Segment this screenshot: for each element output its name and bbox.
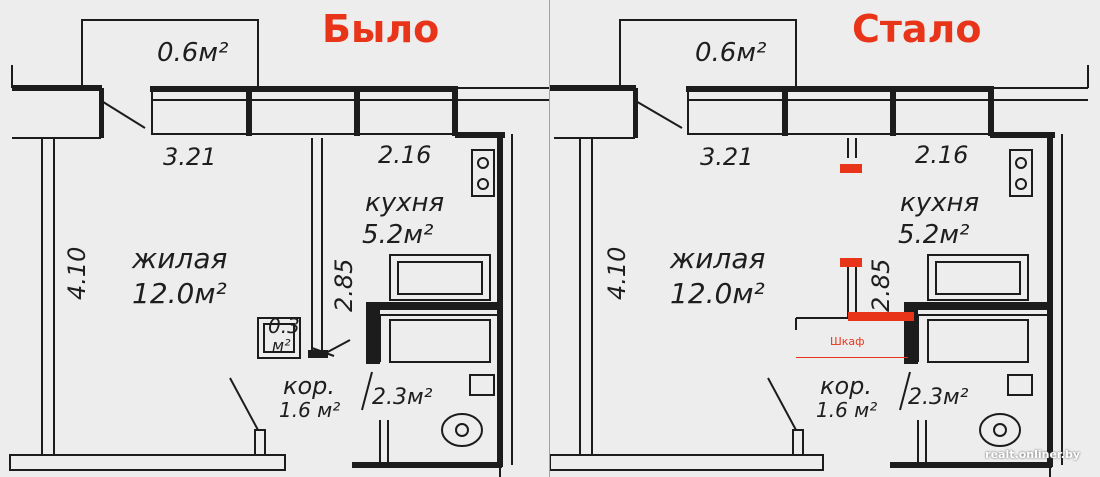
after-title: Стало bbox=[852, 7, 982, 51]
balcony-area-label: 0.6м² bbox=[157, 38, 229, 68]
floorplan-after-walls bbox=[550, 19, 1089, 477]
kitchen-width-dimension: 2.16 bbox=[378, 141, 432, 169]
room-width-dimension: 3.21 bbox=[700, 143, 754, 171]
floorplan-before-walls bbox=[9, 19, 550, 477]
kitchen-name-label: кухня bbox=[900, 188, 980, 218]
room-area-label: 12.0м² bbox=[670, 277, 765, 310]
wardrobe-front-line bbox=[796, 357, 908, 358]
before-title: Было bbox=[322, 7, 440, 51]
room-name-label: жилая bbox=[670, 242, 766, 275]
floorplan-before: Было 0.6м² 3.21 2.16 4.10 2.85 кухня 5.2… bbox=[9, 7, 550, 477]
wall-length-dimension: 2.85 bbox=[330, 258, 358, 312]
closet-area-unit: м² bbox=[272, 336, 291, 355]
kitchen-name-label: кухня bbox=[365, 188, 445, 218]
corridor-name-label: кор. bbox=[283, 372, 336, 400]
wardrobe-wall-marker bbox=[848, 312, 914, 321]
balcony-area-label: 0.6м² bbox=[695, 38, 767, 68]
new-wall-marker-top bbox=[840, 164, 862, 173]
room-name-label: жилая bbox=[132, 242, 228, 275]
closet-area-label: 0.3 bbox=[268, 314, 300, 338]
room-length-dimension: 4.10 bbox=[603, 246, 631, 300]
room-length-dimension: 4.10 bbox=[63, 246, 91, 300]
kitchen-area-label: 5.2м² bbox=[362, 220, 434, 250]
corridor-area-label: 1.6 м² bbox=[279, 398, 341, 422]
kitchen-width-dimension: 2.16 bbox=[915, 141, 969, 169]
bathroom-area-label: 2.3м² bbox=[372, 385, 433, 410]
wardrobe-label: Шкаф bbox=[830, 335, 865, 348]
kitchen-area-label: 5.2м² bbox=[898, 220, 970, 250]
bathroom-area-label: 2.3м² bbox=[908, 385, 969, 410]
new-wall-marker-middle bbox=[840, 258, 862, 267]
room-area-label: 12.0м² bbox=[132, 277, 227, 310]
floorplan-after: Стало 0.6м² 3.21 2.16 4.10 2.85 кухня 5.… bbox=[550, 0, 1100, 477]
source-watermark: realt.onliner.by bbox=[985, 448, 1080, 461]
wall-length-dimension: 2.85 bbox=[867, 258, 895, 312]
corridor-area-label: 1.6 м² bbox=[816, 398, 878, 422]
corridor-name-label: кор. bbox=[820, 372, 873, 400]
room-width-dimension: 3.21 bbox=[163, 143, 217, 171]
